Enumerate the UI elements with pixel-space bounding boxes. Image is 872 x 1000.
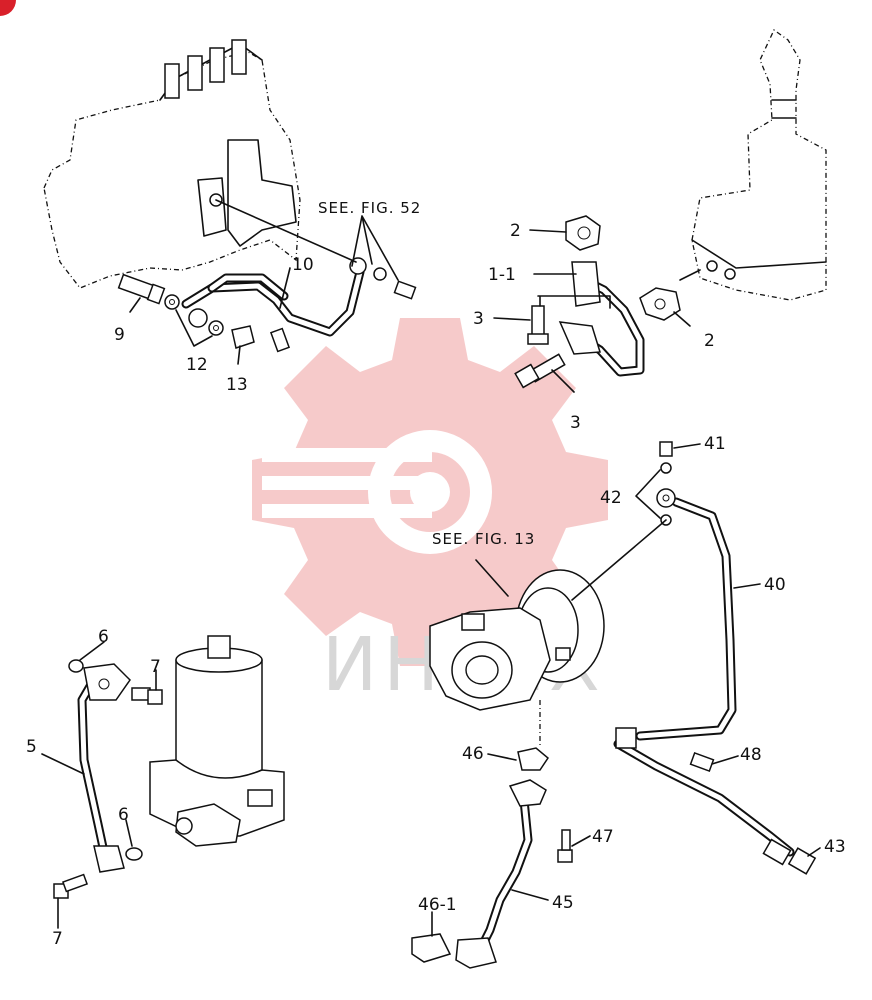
injection-pump-outline: [43, 39, 301, 289]
gaskets-6: [68, 659, 143, 861]
see-fig-52-note: SEE. FIG. 52: [318, 199, 421, 217]
oil-return-pipe-43: [613, 727, 817, 875]
callout-6-bottom: 6: [118, 805, 129, 825]
callout-12: 12: [186, 355, 208, 375]
callout-46-1: 46-1: [418, 895, 457, 915]
callout-2-right: 2: [704, 331, 715, 351]
callout-9: 9: [114, 325, 125, 345]
callout-7-bottom: 7: [52, 929, 63, 949]
callout-2-top: 2: [510, 221, 521, 241]
callout-43: 43: [824, 837, 846, 857]
turbocharger: [429, 559, 605, 711]
callout-41: 41: [704, 434, 726, 454]
callout-40: 40: [764, 575, 786, 595]
oil-pipe-1-1: [558, 261, 645, 377]
gasket-2-top: [565, 215, 601, 251]
callout-1-1: 1-1: [488, 265, 516, 285]
callout-6-top: 6: [98, 627, 109, 647]
fuel-pipe-10: [181, 199, 417, 353]
callout-42: 42: [600, 488, 622, 508]
bolts-3: [514, 305, 566, 389]
callout-13: 13: [226, 375, 248, 395]
oil-pipe-5: [77, 663, 131, 873]
callout-48: 48: [740, 745, 762, 765]
oil-feed-pipe-40: [571, 441, 737, 741]
watermark-gear-logo: [252, 318, 608, 666]
callout-5: 5: [26, 737, 37, 757]
callout-3-top: 3: [473, 309, 484, 329]
brand-corner-mark: [0, 0, 16, 16]
callout-7-top: 7: [150, 657, 161, 677]
callout-45: 45: [552, 893, 574, 913]
washers-12: [164, 294, 224, 336]
leader-lines: [41, 215, 821, 937]
cap-nut-13: [231, 325, 255, 349]
callout-47: 47: [592, 827, 614, 847]
callout-10: 10: [292, 255, 314, 275]
callout-3-bottom: 3: [570, 413, 581, 433]
see-fig-13-note: SEE. FIG. 13: [432, 530, 535, 548]
gasket-2-right: [639, 287, 681, 321]
banjo-bolt-9: [117, 273, 166, 305]
callout-46: 46: [462, 744, 484, 764]
oil-filter-assembly: [149, 635, 285, 847]
oil-drain-pipe-45: [411, 700, 573, 969]
head-block-outline: [691, 29, 827, 301]
bolts-7: [53, 687, 163, 899]
